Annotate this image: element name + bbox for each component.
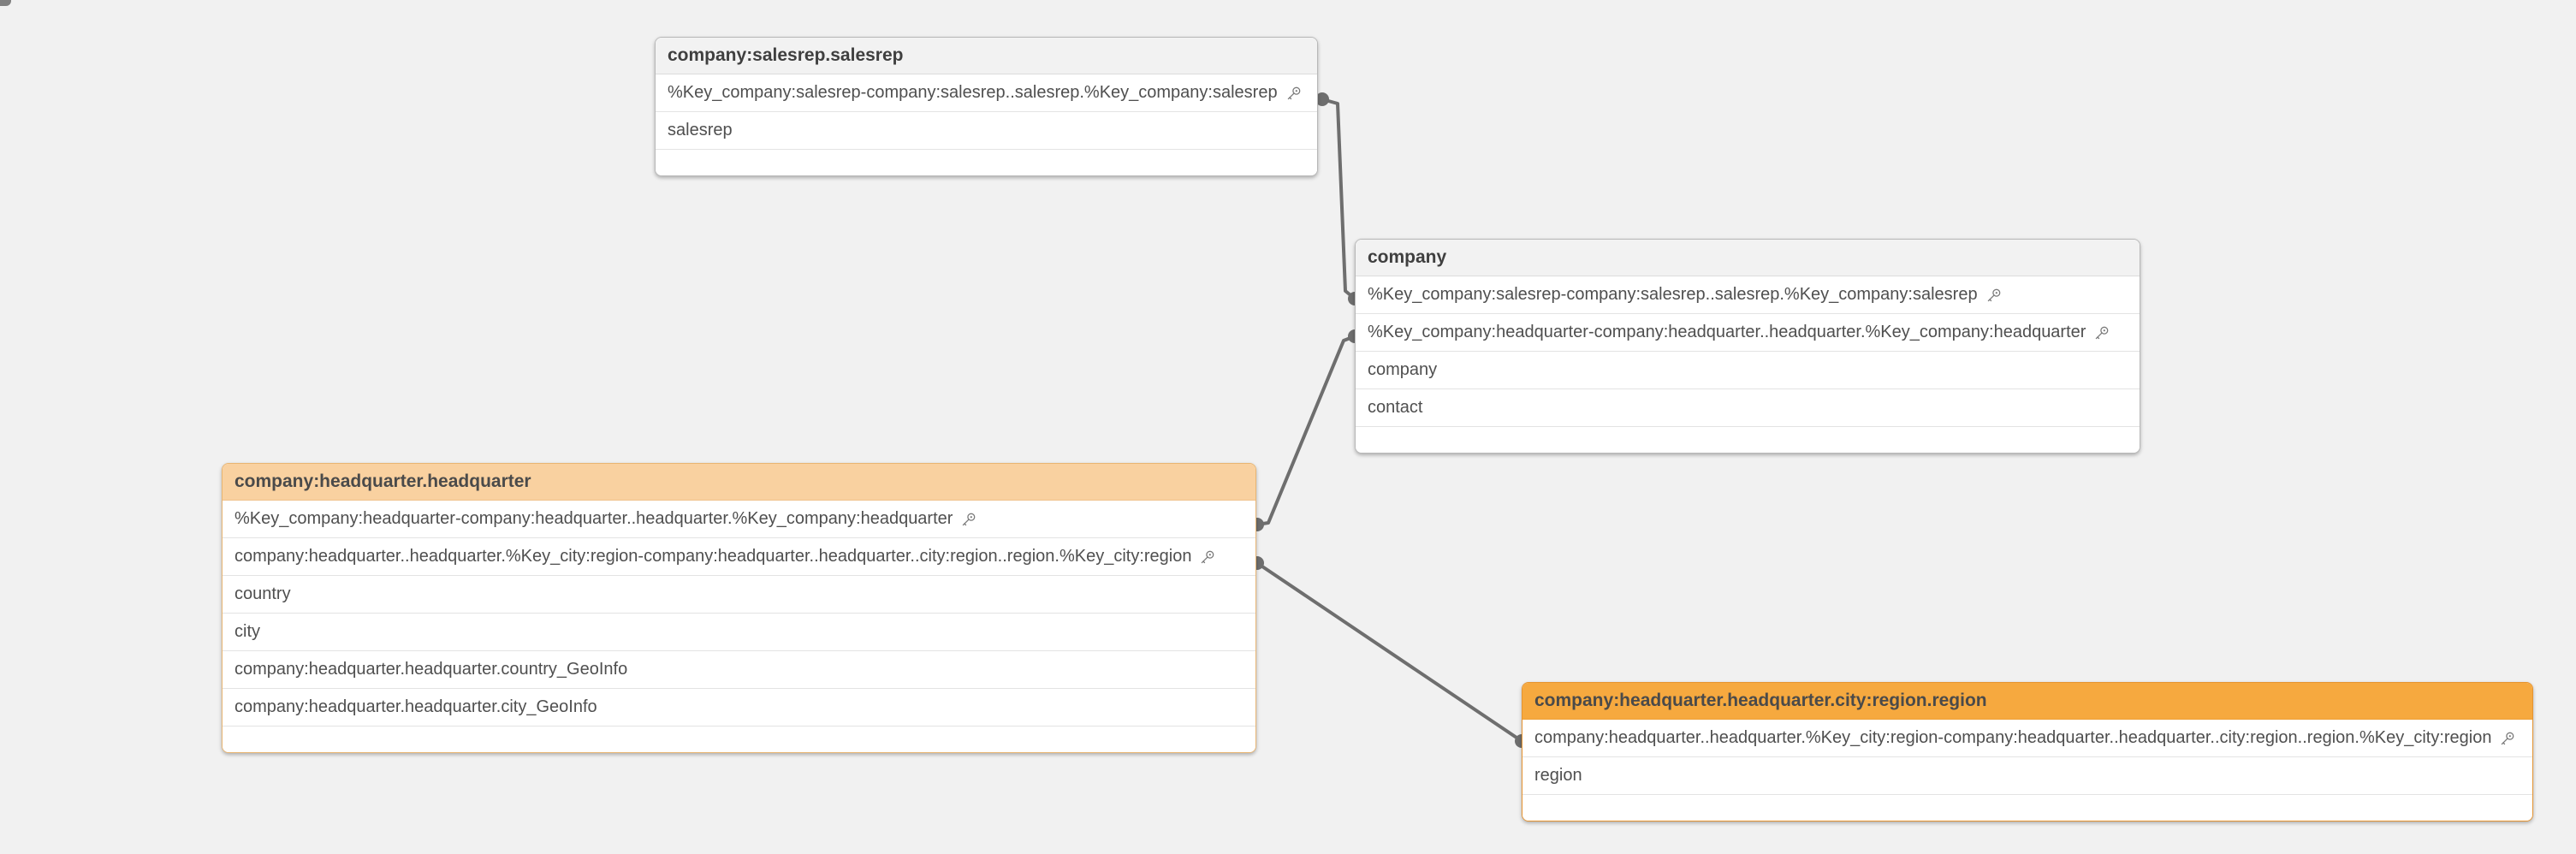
field-label: company:headquarter.headquarter.country_… [234, 660, 628, 679]
table-row[interactable]: country [223, 576, 1255, 614]
field-label: %Key_company:salesrep-company:salesrep..… [1368, 285, 1978, 304]
table-row[interactable]: salesrep [656, 112, 1317, 150]
table-row-empty [656, 150, 1317, 175]
table-salesrep[interactable]: company:salesrep.salesrep %Key_company:s… [655, 37, 1318, 176]
key-icon [2499, 732, 2514, 747]
field-label: region [1534, 766, 1582, 785]
connector-headquarter-region [1255, 561, 1523, 743]
field-label: company:headquarter.headquarter.city_Geo… [234, 697, 597, 716]
table-row[interactable]: contact [1356, 389, 2140, 427]
table-region[interactable]: company:headquarter.headquarter.city:reg… [1522, 682, 2533, 821]
table-row[interactable]: company:headquarter.headquarter.city_Geo… [223, 689, 1255, 726]
corner-artifact [0, 0, 11, 6]
table-row[interactable]: region [1522, 757, 2532, 795]
table-row[interactable]: %Key_company:headquarter-company:headqua… [223, 501, 1255, 538]
table-row[interactable]: %Key_company:headquarter-company:headqua… [1356, 314, 2140, 352]
table-row[interactable]: company:headquarter.headquarter.country_… [223, 651, 1255, 689]
table-row[interactable]: %Key_company:salesrep-company:salesrep..… [1356, 276, 2140, 314]
field-label: country [234, 584, 291, 603]
table-company-title: company [1356, 240, 2140, 276]
field-label: %Key_company:salesrep-company:salesrep..… [668, 83, 1278, 102]
key-icon [960, 513, 976, 528]
field-label: company [1368, 360, 1438, 379]
table-row[interactable]: city [223, 614, 1255, 651]
table-row[interactable]: company:headquarter..headquarter.%Key_ci… [1522, 720, 2532, 757]
connector-headquarter-company [1255, 335, 1356, 526]
field-label: contact [1368, 398, 1423, 417]
key-icon [1285, 86, 1301, 102]
key-icon [1199, 550, 1214, 566]
field-label: company:headquarter..headquarter.%Key_ci… [234, 547, 1192, 566]
field-label: company:headquarter..headquarter.%Key_ci… [1534, 728, 2492, 747]
key-icon [2093, 326, 2109, 341]
field-label: salesrep [668, 121, 733, 139]
table-row[interactable]: company [1356, 352, 2140, 389]
table-row-empty [1522, 795, 2532, 821]
table-row[interactable]: company:headquarter..headquarter.%Key_ci… [223, 538, 1255, 576]
table-region-title: company:headquarter.headquarter.city:reg… [1522, 683, 2532, 720]
key-icon [1985, 288, 2001, 304]
connector-salesrep-company [1321, 98, 1356, 300]
field-label: %Key_company:headquarter-company:headqua… [1368, 323, 2086, 341]
table-row-empty [223, 726, 1255, 752]
table-row[interactable]: %Key_company:salesrep-company:salesrep..… [656, 74, 1317, 112]
field-label: city [234, 622, 260, 641]
table-headquarter-title: company:headquarter.headquarter [223, 464, 1255, 501]
table-salesrep-title: company:salesrep.salesrep [656, 38, 1317, 74]
table-company[interactable]: company %Key_company:salesrep-company:sa… [1355, 239, 2140, 454]
field-label: %Key_company:headquarter-company:headqua… [234, 509, 953, 528]
table-headquarter[interactable]: company:headquarter.headquarter %Key_com… [222, 463, 1256, 753]
table-row-empty [1356, 427, 2140, 453]
